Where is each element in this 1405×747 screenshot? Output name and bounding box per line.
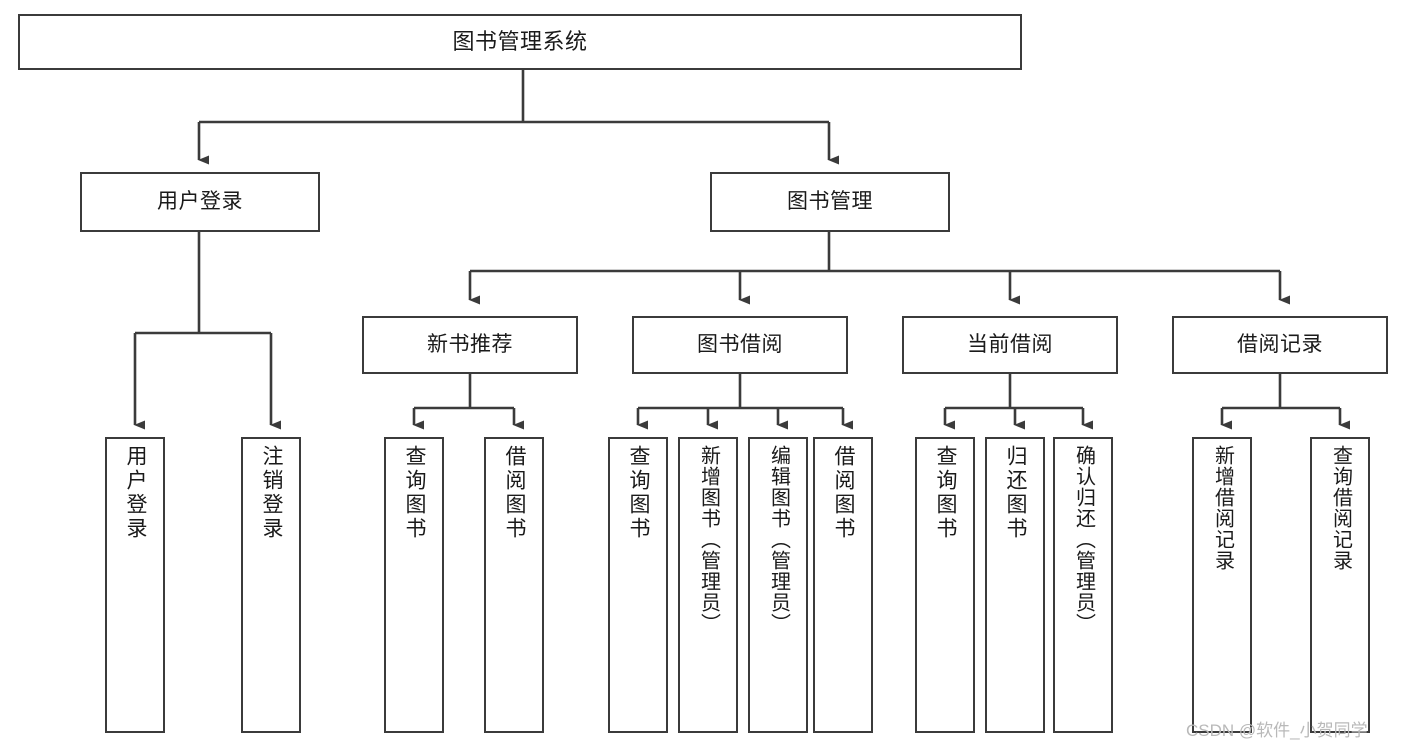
node-root-label: 图书管理系统: [452, 29, 588, 55]
node-leaf-currentborrow-query-books[interactable]: 查询图书: [915, 437, 975, 733]
node-new-book-recommend[interactable]: 新书推荐: [362, 316, 578, 374]
node-book-management[interactable]: 图书管理: [710, 172, 950, 232]
node-leaf-currentborrow-query-books-label: 查询图书: [934, 445, 958, 541]
node-leaf-borrowrecord-add-record-label: 新增借阅记录: [1211, 445, 1234, 571]
node-leaf-user-login[interactable]: 用户登录: [105, 437, 165, 733]
node-root-library-system[interactable]: 图书管理系统: [18, 14, 1022, 70]
node-leaf-borrowrecord-add-record[interactable]: 新增借阅记录: [1192, 437, 1252, 733]
node-borrow-record[interactable]: 借阅记录: [1172, 316, 1388, 374]
node-leaf-logout-label: 注销登录: [260, 445, 284, 541]
node-leaf-bookborrow-add-book-admin-label: 新增图书（管理员）: [697, 445, 720, 634]
node-leaf-currentborrow-confirm-return-admin[interactable]: 确认归还（管理员）: [1053, 437, 1113, 733]
node-leaf-bookborrow-borrow-books-label: 借阅图书: [832, 445, 856, 541]
node-book-borrow[interactable]: 图书借阅: [632, 316, 848, 374]
node-leaf-bookborrow-query-books-label: 查询图书: [627, 445, 651, 541]
node-user-login[interactable]: 用户登录: [80, 172, 320, 232]
node-leaf-newbook-borrow-books[interactable]: 借阅图书: [484, 437, 544, 733]
node-user-login-label: 用户登录: [157, 189, 243, 213]
node-leaf-bookborrow-query-books[interactable]: 查询图书: [608, 437, 668, 733]
node-current-borrow-label: 当前借阅: [967, 332, 1053, 356]
node-leaf-user-login-label: 用户登录: [124, 445, 148, 541]
node-leaf-logout[interactable]: 注销登录: [241, 437, 301, 733]
csdn-watermark: CSDN @软件_小贺同学: [1186, 716, 1368, 741]
node-current-borrow[interactable]: 当前借阅: [902, 316, 1118, 374]
node-leaf-currentborrow-return-books[interactable]: 归还图书: [985, 437, 1045, 733]
node-leaf-bookborrow-edit-book-admin-label: 编辑图书（管理员）: [767, 445, 790, 634]
node-new-book-recommend-label: 新书推荐: [427, 332, 513, 356]
node-leaf-bookborrow-edit-book-admin[interactable]: 编辑图书（管理员）: [748, 437, 808, 733]
node-leaf-bookborrow-borrow-books[interactable]: 借阅图书: [813, 437, 873, 733]
node-borrow-record-label: 借阅记录: [1237, 332, 1323, 356]
csdn-watermark-text: CSDN @软件_小贺同学: [1186, 721, 1368, 740]
node-leaf-newbook-query-books[interactable]: 查询图书: [384, 437, 444, 733]
node-leaf-currentborrow-confirm-return-admin-label: 确认归还（管理员）: [1072, 445, 1095, 634]
node-leaf-newbook-query-books-label: 查询图书: [403, 445, 427, 541]
node-leaf-borrowrecord-query-record-label: 查询借阅记录: [1329, 445, 1352, 571]
node-book-management-label: 图书管理: [787, 189, 873, 213]
node-leaf-currentborrow-return-books-label: 归还图书: [1004, 445, 1028, 541]
node-leaf-newbook-borrow-books-label: 借阅图书: [503, 445, 527, 541]
node-leaf-borrowrecord-query-record[interactable]: 查询借阅记录: [1310, 437, 1370, 733]
node-leaf-bookborrow-add-book-admin[interactable]: 新增图书（管理员）: [678, 437, 738, 733]
node-book-borrow-label: 图书借阅: [697, 332, 783, 356]
